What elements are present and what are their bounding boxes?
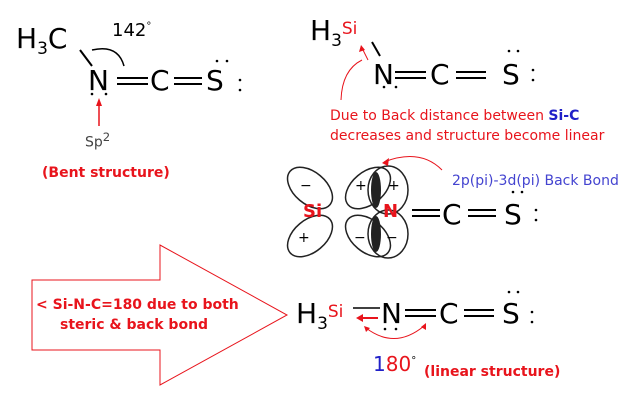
atom-n: N [88,64,109,97]
back-bond-label: 2p(pi)-3d(pi) Back Bond [452,173,619,189]
lobe-sign: + [355,178,367,194]
linear-structure-caption: (linear structure) [424,364,561,380]
atom-s: S [504,198,522,231]
bent-structure-caption: (Bent structure) [42,165,170,181]
back-distance-note-line2: decreases and structure become linear [330,128,605,144]
bond-angle-142: 142° [112,20,152,41]
atom-s: S [502,297,520,330]
silyl-group: H3Si [310,14,358,51]
methyl-group: H3C [16,22,68,59]
atom-n: N [381,297,402,330]
lobe-sign: − [354,230,366,246]
atom-n: N [373,58,394,91]
lobe-sign: − [300,178,312,194]
back-distance-note: Due to Back distance between Si-C [330,108,580,124]
atom-s: S [502,58,520,91]
orbital-n: N [383,201,399,222]
atom-c: C [150,64,170,97]
arrow-text-line2: steric & back bond [60,317,209,333]
silyl-group: H3Si [296,297,344,334]
atom-c: C [439,297,459,330]
lobe-sign: + [388,178,400,194]
arrow-text-line1: < Si-N-C=180 due to both [36,297,239,313]
atom-s: S [206,64,224,97]
big-arrow-shape [31,244,289,386]
orbital-si: Si [303,201,323,222]
hybridization-label: Sp2 [85,130,111,151]
lobe-sign: − [386,230,398,246]
bond-angle-180: 180° [373,352,417,376]
atom-c: C [430,58,450,91]
lobe-sign: + [298,230,310,246]
atom-c: C [442,198,462,231]
